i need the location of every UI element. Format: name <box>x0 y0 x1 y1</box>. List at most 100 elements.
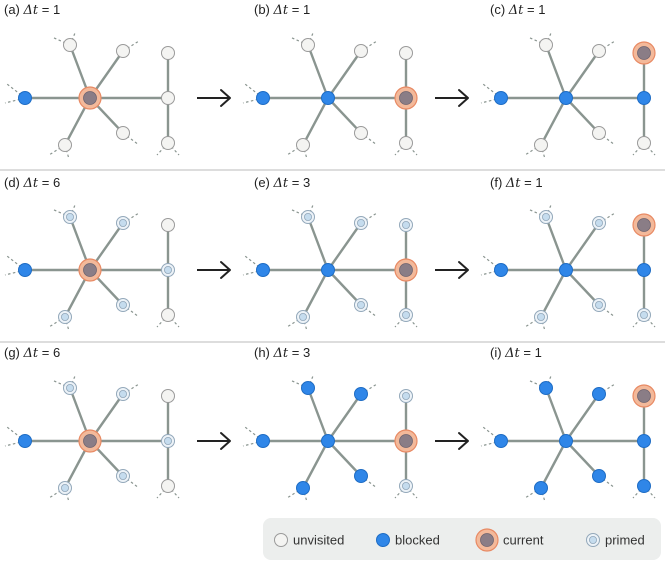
legend-label: blocked <box>395 533 440 548</box>
node-lr-primed <box>116 298 130 312</box>
node-ll-blocked <box>534 481 548 495</box>
node-center-blocked <box>321 434 335 448</box>
panel-label: (h) Δt = 3 <box>254 345 310 361</box>
node-t-current <box>632 384 656 408</box>
node-ul-primed <box>539 210 553 224</box>
delta-value: = 1 <box>521 175 543 190</box>
graph-nodes <box>494 381 656 495</box>
transition-arrow <box>197 432 231 450</box>
node-center-blocked <box>321 91 335 105</box>
edge-center-LL <box>301 268 330 319</box>
node-ll-primed <box>58 310 72 324</box>
node-ur-primed <box>354 216 368 230</box>
graph-edges <box>499 386 646 490</box>
node-l-blocked <box>256 91 270 105</box>
panel-label: (g) Δt = 6 <box>4 345 60 361</box>
edge-center-LR <box>564 96 601 135</box>
panel-letter: (b) <box>254 2 274 17</box>
node-lr-blocked <box>354 469 368 483</box>
delta-value: = 6 <box>38 345 60 360</box>
graph-nodes <box>18 210 175 324</box>
legend-swatch-blocked <box>376 533 390 547</box>
delta-value: = 3 <box>288 345 310 360</box>
panel-letter: (f) <box>490 175 506 190</box>
delta-symbol: Δt <box>273 346 289 361</box>
node-b-primed <box>637 308 651 322</box>
edge-center-UL <box>544 215 568 272</box>
panel-label: (d) Δt = 6 <box>4 175 60 191</box>
edge-center-LR <box>326 439 363 478</box>
panel-f: (f) Δt = 1 <box>480 175 656 332</box>
transition-arrows <box>197 89 469 450</box>
node-b-blocked <box>637 479 651 493</box>
panel-letter: (i) <box>490 345 505 360</box>
node-ur-primed <box>116 387 130 401</box>
node-r-current <box>394 258 418 282</box>
node-center-blocked <box>559 434 573 448</box>
delta-value: = 1 <box>523 2 545 17</box>
panel-label: (e) Δt = 3 <box>254 175 310 191</box>
panel-letter: (d) <box>4 175 24 190</box>
edge-center-UL <box>306 43 330 100</box>
node-center-current <box>78 86 102 110</box>
node-center-blocked <box>321 263 335 277</box>
delta-value: = 1 <box>520 345 542 360</box>
graph-edges <box>499 215 646 319</box>
legend-label: primed <box>605 533 645 548</box>
graph-nodes <box>18 38 175 152</box>
node-ll-unvisited <box>534 138 548 152</box>
panel-letter: (g) <box>4 345 24 360</box>
panel-letter: (h) <box>254 345 274 360</box>
panel-letter: (c) <box>490 2 509 17</box>
legend-label: current <box>503 533 544 548</box>
edge-center-LR <box>326 268 363 307</box>
node-l-blocked <box>256 263 270 277</box>
legend-item-current: current <box>475 528 544 552</box>
legend-swatch-current <box>475 528 499 552</box>
node-b-primed <box>399 479 413 493</box>
delta-symbol: Δt <box>273 3 289 18</box>
node-l-blocked <box>494 263 508 277</box>
graph-nodes <box>494 38 656 152</box>
delta-symbol: Δt <box>273 176 289 191</box>
node-t-unvisited <box>161 389 175 403</box>
node-b-unvisited <box>161 479 175 493</box>
edge-center-UL <box>544 386 568 443</box>
panel-label: (b) Δt = 1 <box>254 2 310 18</box>
legend-label: unvisited <box>293 533 344 548</box>
node-ll-primed <box>534 310 548 324</box>
graph-nodes <box>494 210 656 324</box>
node-t-unvisited <box>161 218 175 232</box>
transition-arrow <box>435 89 469 107</box>
node-ll-unvisited <box>296 138 310 152</box>
node-center-current <box>78 258 102 282</box>
legend-swatch-primed <box>586 533 600 547</box>
panel-letter: (e) <box>254 175 274 190</box>
node-l-blocked <box>18 91 32 105</box>
edge-center-LR <box>326 96 363 135</box>
node-ur-unvisited <box>354 44 368 58</box>
panel-g: (g) Δt = 6 <box>4 345 180 503</box>
node-lr-primed <box>116 469 130 483</box>
graph-nodes <box>18 381 175 495</box>
node-l-blocked <box>256 434 270 448</box>
panel-d: (d) Δt = 6 <box>4 175 180 332</box>
panel-b: (b) Δt = 1 <box>242 2 418 160</box>
node-ur-unvisited <box>592 44 606 58</box>
node-ul-primed <box>63 210 77 224</box>
graph-nodes <box>256 381 418 495</box>
node-ll-primed <box>296 310 310 324</box>
panel-c: (c) Δt = 1 <box>480 2 656 160</box>
node-b-unvisited <box>161 308 175 322</box>
graph-nodes <box>256 210 418 324</box>
node-t-primed <box>399 218 413 232</box>
panel-label: (i) Δt = 1 <box>490 345 542 361</box>
node-l-blocked <box>18 434 32 448</box>
graph-nodes <box>256 38 418 152</box>
delta-symbol: Δt <box>508 3 524 18</box>
panel-a: (a) Δt = 1 <box>4 2 180 160</box>
node-r-unvisited <box>161 91 175 105</box>
delta-symbol: Δt <box>505 176 521 191</box>
node-r-blocked <box>637 263 651 277</box>
